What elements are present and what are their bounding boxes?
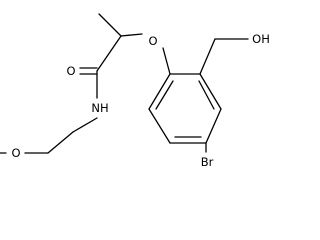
ring-double-c2-c3 — [198, 80, 215, 110]
ring-bond-c6-c1 — [148, 73, 171, 110]
structure-diagram: O O NH O OH Br — [0, 13, 270, 169]
bond-alpha-ether-o — [120, 33, 143, 37]
bond-ch2-ch2 — [47, 131, 74, 154]
ring-bond-c3-c4 — [205, 108, 222, 144]
bonds — [0, 13, 249, 154]
atom-methoxy-oxygen: O — [11, 146, 20, 160]
bond-methyl-alpha — [98, 13, 122, 37]
atom-amide-nitrogen: NH — [91, 101, 108, 115]
bond-ring-ch2 — [199, 38, 216, 75]
bond-ether-o-ring — [162, 47, 171, 75]
atom-labels: O O NH O OH Br — [11, 32, 269, 169]
bond-n-ch2 — [72, 117, 98, 133]
bond-alpha-carbonyl — [96, 35, 122, 72]
molecule-drawing: O O NH O OH Br — [0, 13, 270, 169]
ring-double-c1-c6 — [155, 80, 174, 110]
atom-ether-oxygen: O — [148, 34, 157, 48]
atom-carbonyl-oxygen: O — [66, 64, 75, 78]
atom-bromine: Br — [201, 155, 214, 169]
ring-bond-c5-c6 — [148, 108, 171, 144]
ring-bond-c2-c3 — [199, 73, 222, 110]
atom-hydroxyl-group: OH — [252, 32, 270, 46]
